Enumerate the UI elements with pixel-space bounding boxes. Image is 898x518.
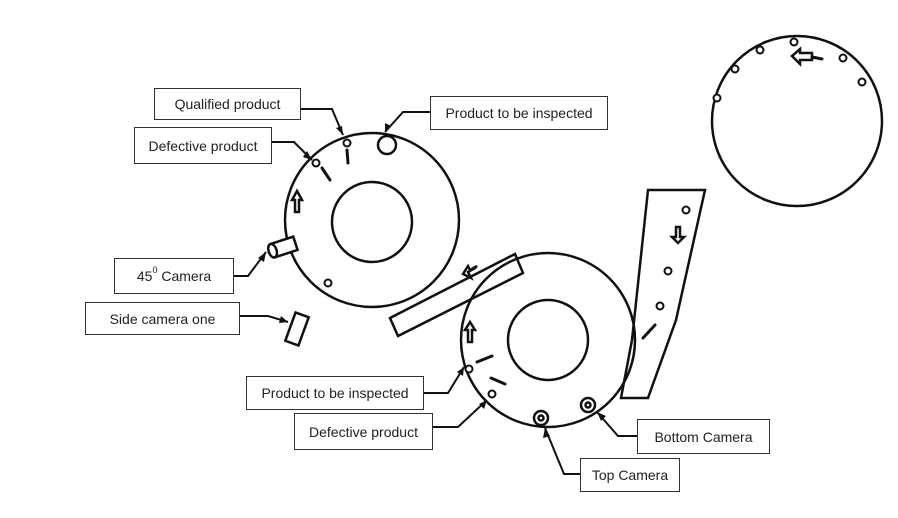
leader-line (433, 399, 488, 428)
arrow-icon (790, 46, 814, 68)
product-dot-icon (857, 77, 867, 87)
label-product-to-be-inspected-top: Product to be inspected (430, 96, 608, 130)
arrowhead (597, 412, 606, 421)
label-bottom-camera: Bottom Camera (637, 419, 770, 454)
product-dot-icon (311, 158, 321, 168)
product-to-inspect-marker (376, 134, 398, 156)
label-defective-product-top: Defective product (134, 127, 272, 164)
arrowhead (279, 316, 288, 323)
product-dot-icon (681, 205, 691, 215)
product-dot-icon (789, 37, 799, 47)
upper-wheel (283, 131, 461, 309)
product-dot-icon (342, 138, 352, 148)
arrow-icon (668, 225, 688, 245)
product-dot-icon (323, 278, 333, 288)
label-product-to-be-inspected-bottom: Product to be inspected (246, 376, 424, 410)
arrow-icon (345, 148, 350, 165)
side-camera-icon (283, 310, 311, 348)
label-camera-45-degree: 0 (152, 265, 158, 275)
product-dot-icon (655, 301, 665, 311)
transfer-chute (388, 252, 525, 338)
arrowhead (457, 367, 464, 376)
product-dot-icon (712, 93, 722, 103)
product-dot-icon (730, 64, 740, 74)
arrow-icon (320, 166, 332, 182)
arrowhead (385, 123, 391, 132)
arrowhead (479, 400, 487, 409)
arrow-icon (475, 354, 494, 364)
leader-line (544, 427, 580, 475)
bottom-camera-lens-icon (584, 401, 592, 409)
arrow-icon (462, 319, 478, 344)
product-dot-icon (838, 53, 848, 63)
arrow-icon (641, 323, 657, 340)
arrowhead (303, 151, 312, 160)
arrowhead (336, 126, 343, 135)
top-camera-lens-icon (537, 414, 545, 422)
leader-line (301, 108, 344, 136)
label-camera-45-suffix: Camera (157, 268, 212, 284)
lower-wheel (459, 251, 637, 429)
label-side-camera-one: Side camera one (85, 302, 240, 335)
product-dot-icon (755, 45, 765, 55)
arrowhead (258, 252, 266, 262)
leader-line (424, 366, 465, 394)
upper-wheel-hub (330, 180, 414, 264)
leader-line (234, 251, 267, 277)
product-dot-icon (487, 389, 497, 399)
feed-belt (619, 188, 707, 400)
arrow-icon (810, 55, 824, 61)
leader-line (596, 411, 637, 437)
label-top-camera: Top Camera (580, 458, 680, 492)
arrow-icon (461, 263, 478, 281)
camera-45-icon (266, 235, 300, 259)
right-wheel (710, 34, 884, 208)
arrow-icon (289, 188, 305, 214)
lower-wheel-hub (506, 298, 590, 382)
product-dot-icon (464, 364, 474, 374)
arrow-icon (489, 376, 507, 386)
label-defective-product-bottom: Defective product (294, 413, 433, 450)
label-camera-45-number: 45 (136, 268, 153, 284)
label-qualified-product: Qualified product (154, 88, 301, 120)
arrowhead (543, 428, 550, 438)
product-dot-icon (663, 266, 673, 276)
leader-line (384, 111, 430, 133)
